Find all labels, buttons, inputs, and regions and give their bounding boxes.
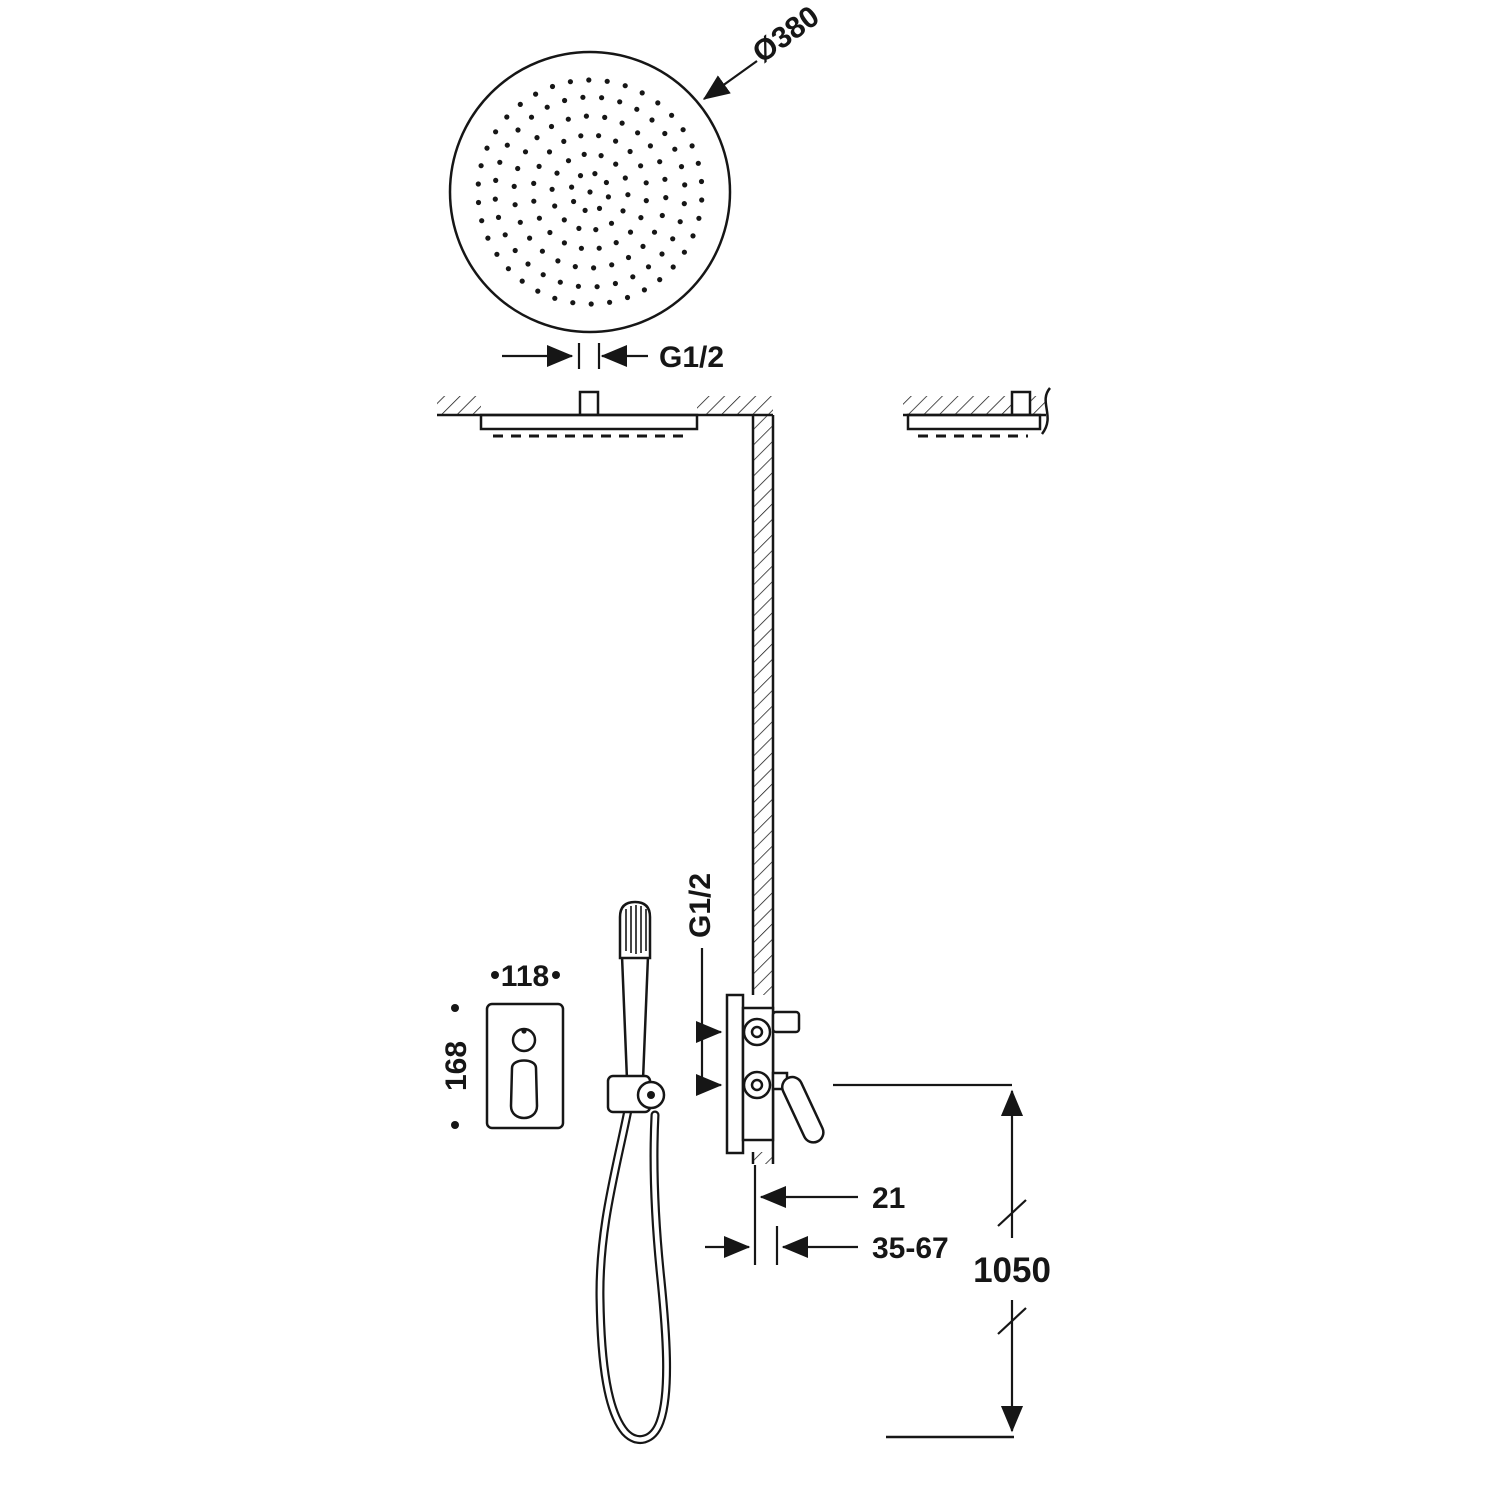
valve-width-label: 118 xyxy=(501,960,549,993)
depth-range-dimension: 35-67 xyxy=(705,1232,949,1265)
hand-shower-handle xyxy=(620,954,650,1082)
mixer-side-view xyxy=(725,993,825,1155)
break-mark-upper xyxy=(997,1199,1027,1227)
valve-height-label: 168 xyxy=(440,1041,473,1091)
valve-thread-label: G1/2 xyxy=(684,873,717,938)
wall-offset-dimension: 21 xyxy=(753,1165,905,1265)
ceiling-connector-side xyxy=(1010,390,1032,417)
width-dimension: 118 xyxy=(491,960,560,993)
wall-offset-label: 21 xyxy=(872,1182,905,1215)
wall-hatch-lower xyxy=(753,1152,773,1164)
wall-hatch-upper xyxy=(753,415,773,995)
mixer-lever-side xyxy=(780,1075,825,1144)
ceiling-section-right xyxy=(903,387,1052,438)
break-mark-lower xyxy=(997,1307,1027,1335)
floor-height-label: 1050 xyxy=(973,1251,1051,1290)
knob-marker xyxy=(521,1028,527,1034)
thread-dimension-top: G1/2 xyxy=(502,341,724,374)
mixer-plate-side xyxy=(725,993,745,1155)
diverter-knob-side xyxy=(771,1010,801,1034)
ceiling-hatch-left xyxy=(437,396,481,415)
supply-port-top xyxy=(742,1017,772,1047)
hand-shower xyxy=(595,900,672,1445)
shower-head-profile-side xyxy=(906,413,1042,431)
mixer-lever-front xyxy=(509,1059,539,1120)
shower-head-top-view xyxy=(448,50,732,334)
break-line xyxy=(1040,387,1052,435)
diameter-leader-arrow xyxy=(702,60,758,100)
ceiling-section-left xyxy=(437,390,773,438)
supply-port-bottom xyxy=(742,1070,772,1100)
diameter-label: Ø380 xyxy=(747,0,826,70)
mixer-front-view xyxy=(485,1002,565,1130)
ceiling-thread-label: G1/2 xyxy=(659,341,724,374)
diameter-callout: Ø380 xyxy=(702,0,826,100)
ceiling-connector xyxy=(578,390,600,417)
shower-head-outline xyxy=(448,50,732,334)
ceiling-hatch xyxy=(903,396,1046,415)
ceiling-hatch-right xyxy=(697,396,773,415)
hand-shower-head xyxy=(618,900,652,960)
hand-shower-spray-lines xyxy=(625,905,647,954)
shower-head-profile xyxy=(479,413,699,431)
depth-range-label: 35-67 xyxy=(872,1232,949,1265)
spray-nozzle-dots xyxy=(475,77,705,307)
height-dimension: 168 xyxy=(440,1004,473,1129)
supply-thread-callout: G1/2 xyxy=(684,873,723,1097)
floor-height-dimension: 1050 xyxy=(833,1083,1051,1439)
